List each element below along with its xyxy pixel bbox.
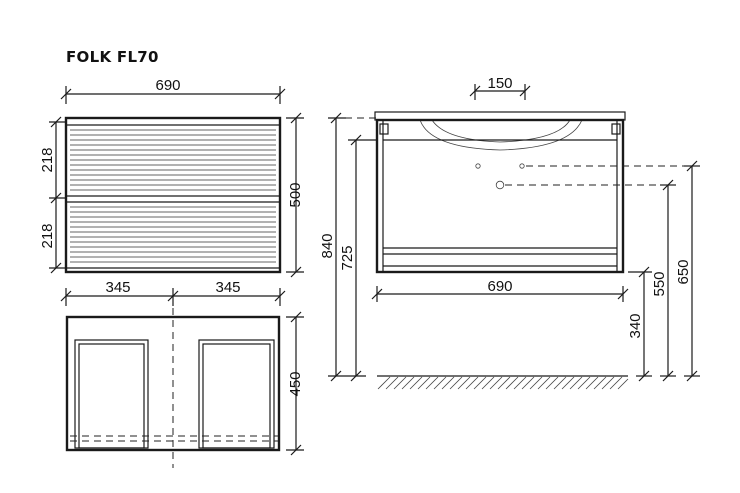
section-view: 150 690 [319, 75, 700, 390]
pipe-point-left [475, 163, 481, 169]
counter-height-label: 725 [339, 245, 356, 270]
fluted-texture [70, 129, 276, 263]
cabinet-bottom-label: 340 [627, 313, 644, 338]
basin-hole-label: 150 [487, 75, 512, 92]
total-height-label: 840 [319, 233, 336, 258]
outlet-height-1-label: 650 [675, 259, 692, 284]
model-title: FOLK FL70 [66, 48, 159, 66]
half-right-label: 345 [215, 279, 240, 296]
front-view: 690 [39, 77, 304, 278]
side-width-label: 690 [487, 278, 512, 295]
half-left-label: 345 [105, 279, 130, 296]
outlet-height-2-label: 550 [651, 271, 668, 296]
front-height-label: 500 [287, 182, 304, 207]
drain-point [495, 180, 505, 190]
drawer-bottom-height-label: 218 [39, 223, 56, 248]
drawer-top-height-label: 218 [39, 147, 56, 172]
depth-label: 450 [287, 371, 304, 396]
front-width-label: 690 [155, 77, 180, 94]
pipe-point-right [519, 163, 525, 169]
floor-hatch [377, 376, 629, 390]
top-view: 345 345 450 [60, 279, 304, 468]
